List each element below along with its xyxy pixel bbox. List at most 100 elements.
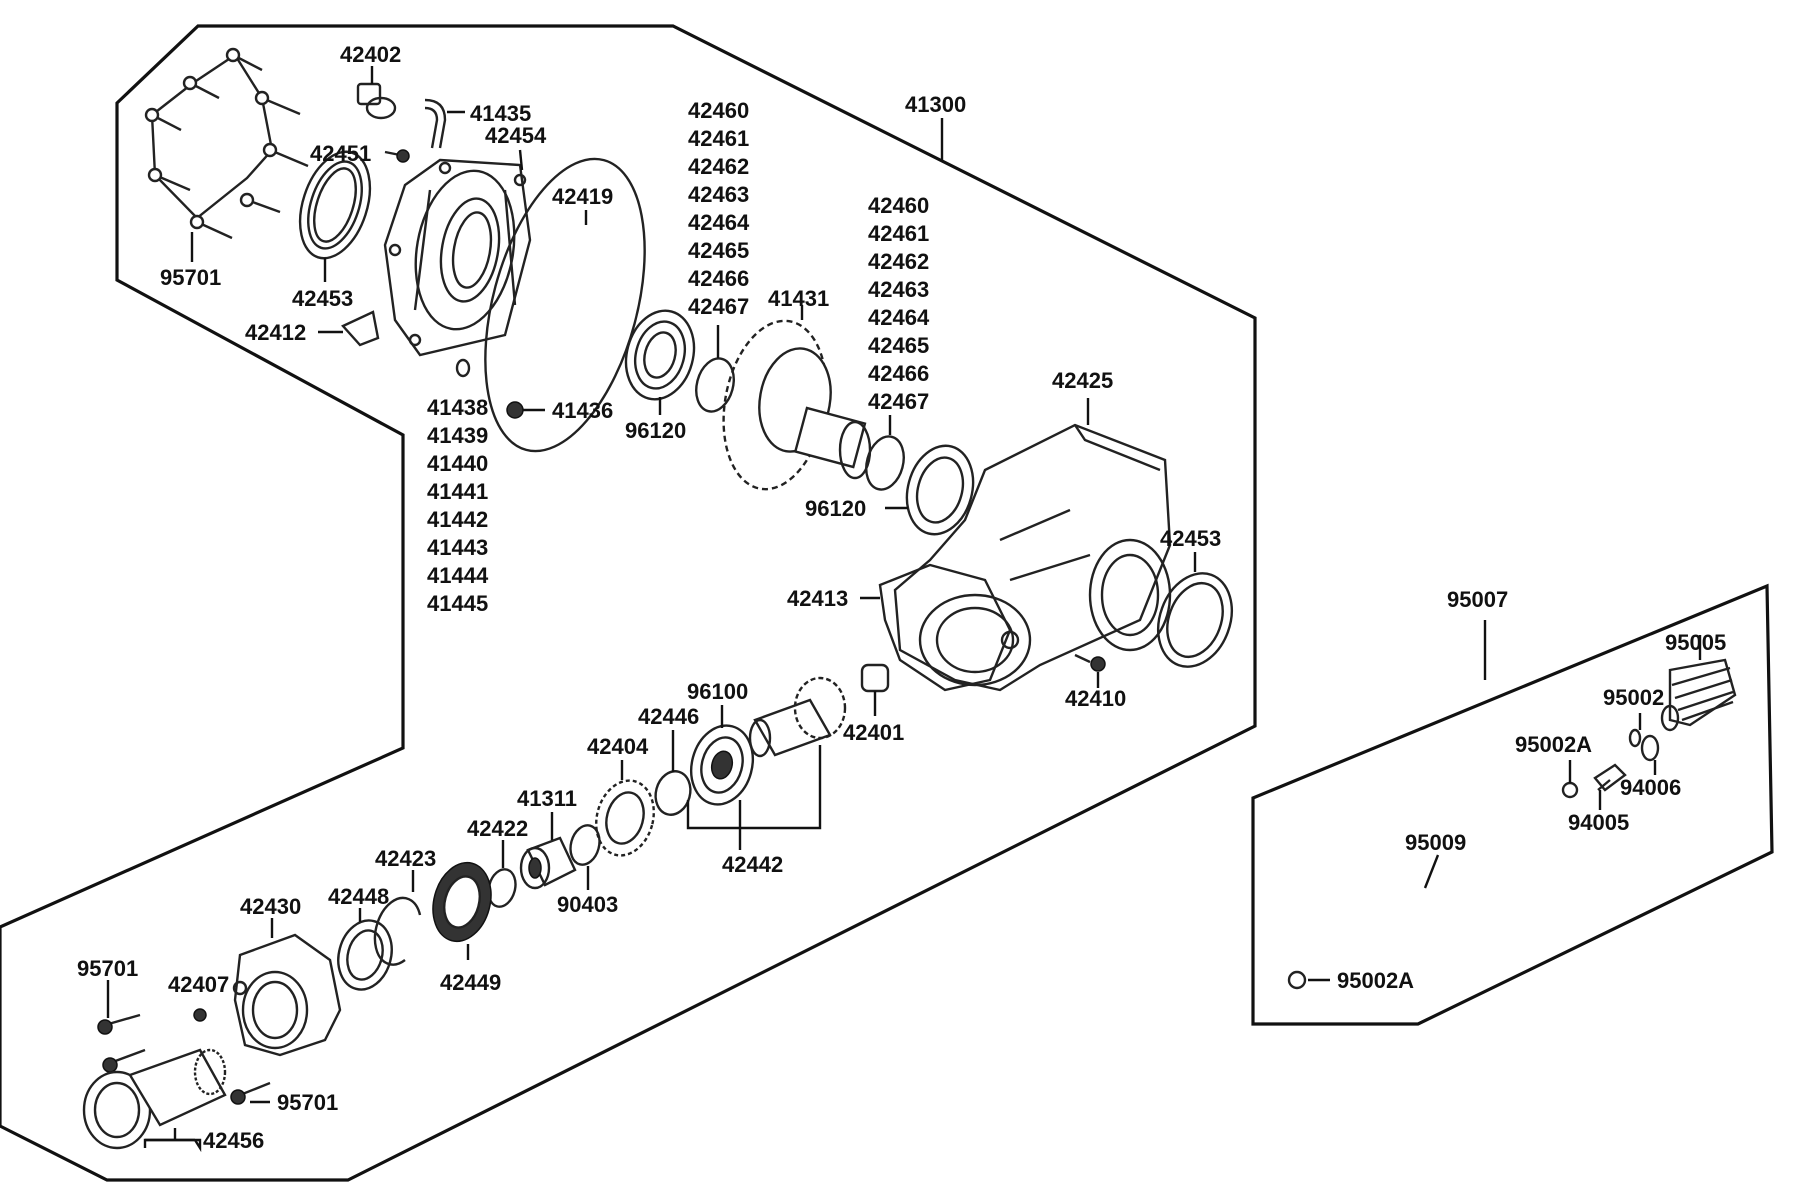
- stack-a-item: 42465: [688, 238, 749, 263]
- stack-a-item: 42464: [688, 210, 750, 235]
- clip-95002A-top: [1561, 781, 1579, 799]
- breather-fitting-41435: [424, 98, 447, 149]
- stack-b-item: 42460: [868, 193, 929, 218]
- stack-b-item: 42465: [868, 333, 929, 358]
- callout-42412: 42412: [245, 320, 306, 345]
- callout-95005: 95005: [1665, 630, 1726, 655]
- gear-housing-42425: [893, 423, 1172, 692]
- callout-42402: 42402: [340, 42, 401, 67]
- gear-case-cover-42454: [383, 158, 532, 357]
- ring-90403: [569, 824, 601, 866]
- callout-42453-right: 42453: [1160, 526, 1221, 551]
- plug-42407-ring: [232, 980, 248, 996]
- bolts-95701-left: [97, 1013, 146, 1073]
- callout-42425: 42425: [1052, 368, 1113, 393]
- collar-42446: [654, 770, 692, 816]
- callout-42451: 42451: [310, 141, 371, 166]
- callout-96120-a: 96120: [625, 418, 686, 443]
- callout-42454: 42454: [485, 123, 547, 148]
- stack-b-item: 42462: [868, 249, 929, 274]
- leader-42454: [518, 149, 524, 171]
- callout-95009: 95009: [1405, 830, 1466, 855]
- callout-41300: 41300: [905, 92, 966, 117]
- oil-seal-42449: [432, 861, 492, 943]
- callout-42404: 42404: [587, 734, 649, 759]
- bearing-96120-a: [624, 309, 696, 401]
- callout-42448: 42448: [328, 884, 389, 909]
- callout-95701-top: 95701: [160, 265, 221, 290]
- callout-42422: 42422: [467, 816, 528, 841]
- hose-95009: [1288, 803, 1547, 967]
- joint-94006: [1640, 734, 1660, 762]
- callout-95002A-bottom: 95002A: [1337, 968, 1414, 993]
- stack-a-item: 42463: [688, 182, 749, 207]
- housing-cover-42430: [233, 933, 342, 1057]
- bearing-96100: [690, 724, 754, 806]
- stack-a-item: 42461: [688, 126, 749, 151]
- shim-ring-a: [695, 357, 735, 413]
- gasket-42412: [341, 310, 380, 347]
- leader-95009: [1423, 854, 1440, 889]
- shim-41436: [506, 401, 524, 419]
- oil-seal-42448: [337, 919, 393, 991]
- breather-cap-95005: [1660, 658, 1737, 732]
- callout-96100: 96100: [687, 679, 748, 704]
- stack-c-item: 41440: [427, 451, 488, 476]
- callout-95002A-top: 95002A: [1515, 732, 1592, 757]
- stack-c-item: 41444: [427, 563, 489, 588]
- stack-a-item: 42460: [688, 98, 749, 123]
- collar-42401: [860, 663, 890, 693]
- bearing-42404: [595, 779, 655, 857]
- leader-42456: [143, 1138, 202, 1153]
- callout-42419: 42419: [552, 184, 613, 209]
- breather-kit-outline: [1251, 583, 1774, 1026]
- callout-42449: 42449: [440, 970, 501, 995]
- bracket-42442: [686, 745, 822, 830]
- collar-41311: [519, 836, 577, 890]
- callout-90403: 90403: [557, 892, 618, 917]
- callout-42401: 42401: [843, 720, 904, 745]
- callout-42446: 42446: [638, 704, 699, 729]
- stack-c-item: 41445: [427, 591, 488, 616]
- oil-seal-42453: [298, 150, 372, 260]
- callout-96120-b: 96120: [805, 496, 866, 521]
- hose-95009-inner: [1287, 802, 1548, 968]
- cover-bolts-95701: [144, 47, 309, 240]
- stack-b-item: 42463: [868, 277, 929, 302]
- clip-95002A-bottom: [1287, 970, 1307, 990]
- callout-42407: 42407: [168, 972, 229, 997]
- output-flange-42456: [82, 1048, 227, 1150]
- callout-42453-top: 42453: [292, 286, 353, 311]
- stack-b-item: 42467: [868, 389, 929, 414]
- callout-94005: 94005: [1568, 810, 1629, 835]
- callout-95701-left: 95701: [77, 956, 138, 981]
- shim-41438: [455, 358, 471, 378]
- ring-gear-41431: [722, 319, 872, 491]
- callout-41436: 41436: [552, 398, 613, 423]
- callout-42410: 42410: [1065, 686, 1126, 711]
- stack-c-item: 41441: [427, 479, 488, 504]
- bolt-95701-bottom: [230, 1081, 271, 1105]
- gasket-42413: [878, 563, 1012, 692]
- callout-stack-b: 42460 42461 42462 42463 42464 42465 4246…: [868, 193, 930, 414]
- callout-41431: 41431: [768, 286, 829, 311]
- callout-94006: 94006: [1620, 775, 1681, 800]
- callout-95007: 95007: [1447, 587, 1508, 612]
- bearing-96120-b: [905, 444, 975, 536]
- callout-42442: 42442: [722, 852, 783, 877]
- bolt-42451: [384, 149, 410, 163]
- stack-c-item: 41443: [427, 535, 488, 560]
- o-ring-42419: [484, 157, 646, 453]
- callout-41435: 41435: [470, 101, 531, 126]
- callout-stack-a: 42460 42461 42462 42463 42464 42465 4246…: [688, 98, 750, 319]
- stack-c-item: 41442: [427, 507, 488, 532]
- clip-95002: [1628, 728, 1642, 748]
- stack-c-item: 41439: [427, 423, 488, 448]
- callout-42430: 42430: [240, 894, 301, 919]
- callout-41311: 41311: [517, 786, 577, 811]
- stack-b-item: 42461: [868, 221, 929, 246]
- joint-94005: [1593, 763, 1627, 792]
- stack-a-item: 42462: [688, 154, 749, 179]
- stack-b-item: 42464: [868, 305, 930, 330]
